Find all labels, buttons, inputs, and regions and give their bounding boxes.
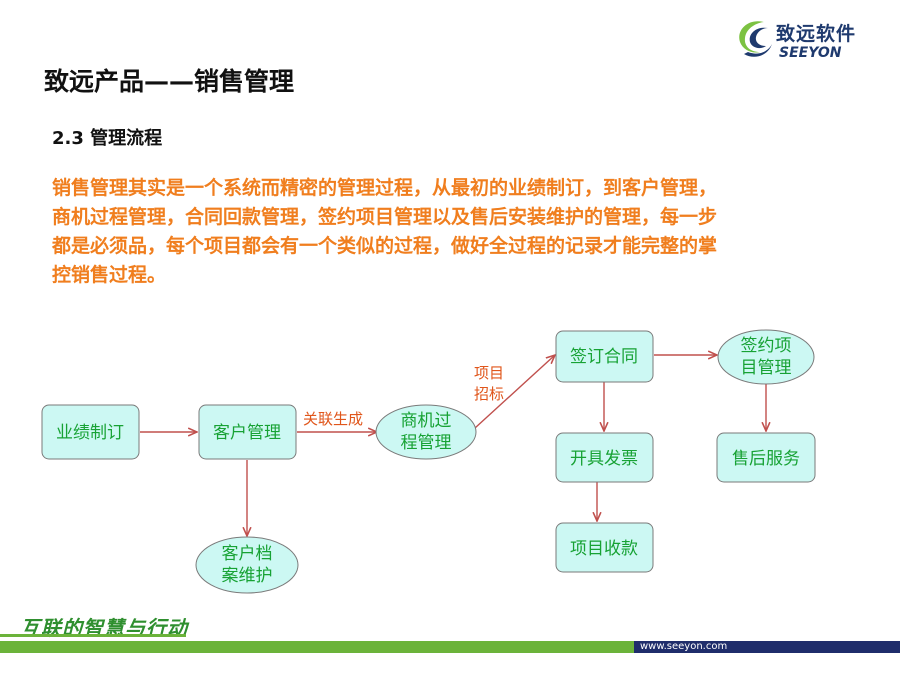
node-after-sales	[716, 432, 816, 483]
node-label-archive: 客户档	[222, 544, 273, 564]
edge-label-related: 关联生成	[303, 410, 363, 428]
logo-name-en: SEEYON	[779, 45, 842, 61]
intro-paragraph: 销售管理其实是一个系统而精密的管理过程，从最初的业绩制订，到客户管理， 商机过程…	[52, 174, 852, 290]
edge-label-bidding: 招标	[474, 385, 504, 403]
node-contract	[555, 330, 654, 383]
node-label-project: 签约项	[741, 336, 792, 356]
node-performance	[41, 404, 140, 460]
edge-label-bidding: 项目	[474, 364, 504, 382]
node-label-opportunity: 商机过	[401, 411, 452, 431]
section-subtitle: 2.3 管理流程	[52, 128, 163, 149]
node-archive	[195, 536, 299, 594]
node-label-project: 目管理	[741, 358, 792, 378]
logo-name-cn: 致远软件	[776, 23, 857, 45]
footer-url[interactable]: www.seeyon.com	[640, 641, 728, 652]
seeyon-logo: 致远软件 SEEYON	[734, 16, 884, 64]
page-title: 致远产品——销售管理	[44, 67, 295, 96]
node-label-after-sales: 售后服务	[732, 449, 800, 469]
intro-line: 都是必须品，每个项目都会有一个类似的过程，做好全过程的记录才能完整的掌	[52, 235, 718, 257]
node-project	[717, 329, 815, 385]
slogan-underline	[0, 634, 186, 637]
node-invoice	[555, 432, 654, 483]
node-customer	[198, 404, 297, 460]
node-label-customer: 客户管理	[213, 423, 281, 443]
node-label-contract: 签订合同	[570, 347, 638, 367]
footer-bar-navy	[634, 641, 900, 653]
intro-line: 控销售过程。	[52, 264, 167, 286]
node-label-collection: 项目收款	[570, 539, 638, 559]
intro-line: 销售管理其实是一个系统而精密的管理过程，从最初的业绩制订，到客户管理，	[52, 177, 718, 199]
node-label-opportunity: 程管理	[401, 433, 452, 453]
node-label-performance: 业绩制订	[56, 423, 124, 443]
footer-bar-green	[0, 641, 634, 653]
node-label-invoice: 开具发票	[570, 449, 638, 469]
node-collection	[555, 522, 654, 573]
node-opportunity	[375, 404, 477, 460]
node-label-archive: 案维护	[222, 566, 273, 586]
intro-line: 商机过程管理，合同回款管理，签约项目管理以及售后安装维护的管理，每一步	[52, 206, 718, 228]
seeyon-swirl-icon	[739, 21, 772, 57]
edge-opportunity-contract	[474, 355, 555, 429]
